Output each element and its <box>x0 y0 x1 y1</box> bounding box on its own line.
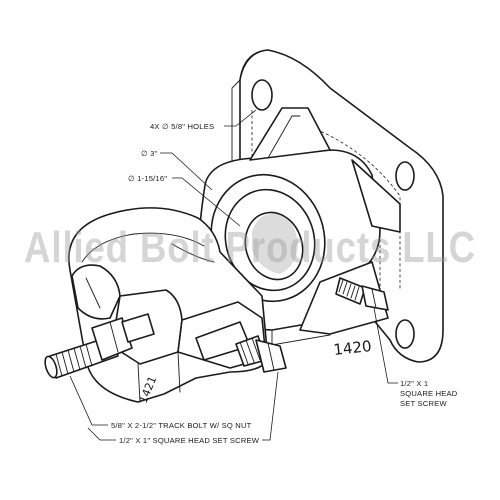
set-screw-right <box>335 277 389 311</box>
callout-track-bolt: 5/8" X 2-1/2" TRACK BOLT W/ SQ NUT <box>111 421 252 430</box>
bore-shadow <box>252 213 298 274</box>
hidden-edge-1 <box>284 117 401 290</box>
clamp-split-groove <box>71 264 121 320</box>
callout-set-screw-bottom: 1/2" X 1" SQUARE HEAD SET SCREW <box>119 436 260 445</box>
part-number-bracket: 1420 <box>333 337 373 359</box>
leader-holes <box>224 109 257 127</box>
set-screw-bottom <box>235 335 287 373</box>
callout-dia-1-15-16: ∅ 1-15/16" <box>128 174 167 183</box>
set-screw-right-head <box>361 285 389 311</box>
callout-dia-3: ∅ 3" <box>141 149 158 158</box>
callout-set-screw-right-line1: 1/2" X 1 <box>400 379 428 388</box>
track-bolt-head <box>121 313 155 343</box>
leader-dia-3 <box>160 152 213 191</box>
leader-set-screw-bottom <box>87 371 279 441</box>
leader-lines <box>69 109 398 441</box>
callout-holes: 4X ∅ 5/8" HOLES <box>150 122 214 131</box>
mounting-bracket: 1420 <box>197 49 444 363</box>
plate-hole-top-left <box>251 79 273 111</box>
plate-hole-top-right <box>395 161 415 191</box>
bracket-rib-top <box>249 107 331 161</box>
leader-dia-1-15-16 <box>172 177 241 227</box>
bracket-rib-right <box>351 159 401 233</box>
track-bolt <box>44 313 155 379</box>
leader-set-screw-right <box>373 307 398 384</box>
leader-track-bolt <box>69 375 108 426</box>
callouts: 4X ∅ 5/8" HOLES ∅ 3" ∅ 1-15/16" 1/2" X 1… <box>111 122 458 445</box>
plate-hole-bottom-right <box>395 319 415 349</box>
track-clamp: 1421 <box>44 207 287 405</box>
track-bolt-nut <box>91 317 133 361</box>
callout-set-screw-right-line3: SET SCREW <box>400 399 447 408</box>
watermark: Allied Bolt Products LLC <box>24 223 476 272</box>
callout-set-screw-right-line2: SQUARE HEAD <box>400 389 458 398</box>
